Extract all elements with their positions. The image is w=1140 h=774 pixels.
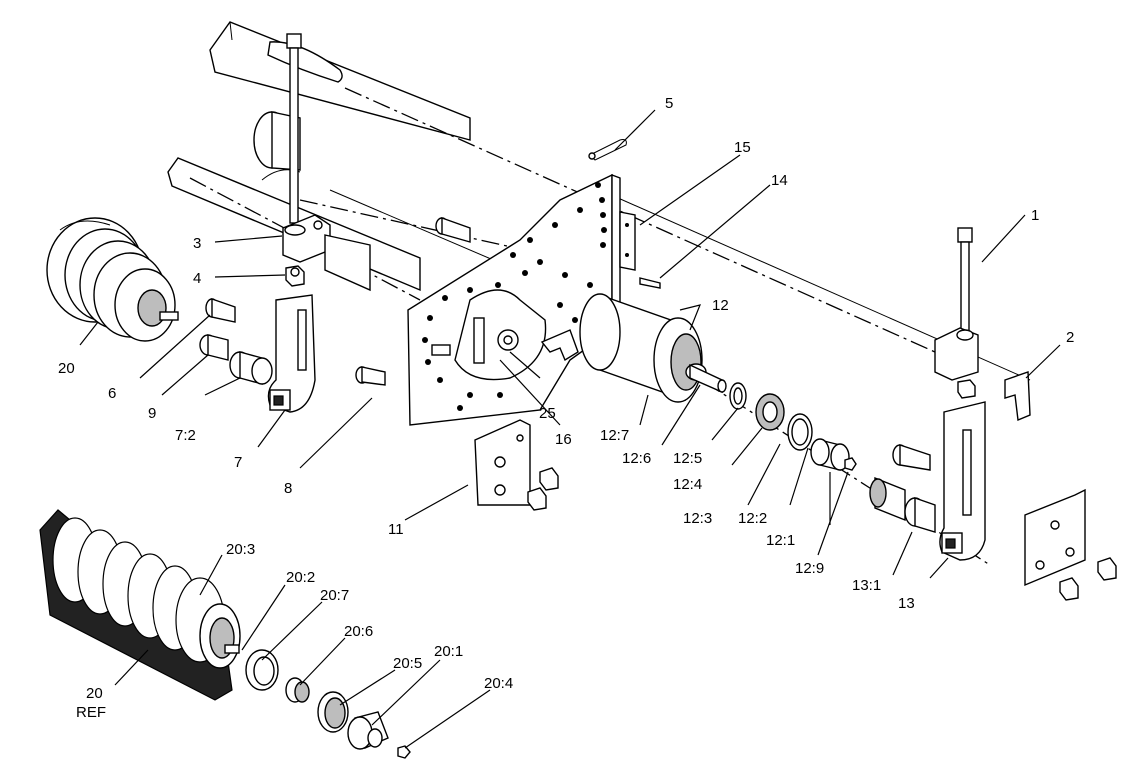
cap-20-2 bbox=[245, 649, 279, 691]
callout-7-2: 7:2 bbox=[175, 427, 196, 444]
ring-12-5 bbox=[729, 382, 747, 410]
bushing-20-7 bbox=[285, 677, 310, 703]
callout-16: 16 bbox=[555, 431, 572, 448]
callout-12-6: 12:6 bbox=[622, 450, 651, 467]
bolt-13-side bbox=[892, 444, 931, 471]
cylinder-12 bbox=[579, 293, 707, 403]
callout-14: 14 bbox=[771, 172, 788, 189]
callout-20-6: 20:6 bbox=[344, 623, 373, 640]
bolt-upper-plate bbox=[435, 217, 471, 243]
bolt-1 bbox=[957, 227, 973, 335]
callout-20-1: 20:1 bbox=[434, 643, 463, 660]
nut-4 bbox=[285, 265, 305, 287]
bearing-12-4 bbox=[755, 393, 785, 431]
callout-15: 15 bbox=[734, 139, 751, 156]
callout-20-7: 20:7 bbox=[320, 587, 349, 604]
bushing-9 bbox=[199, 334, 229, 361]
cotter-pin-5 bbox=[588, 139, 627, 161]
ring-12-2 bbox=[787, 413, 813, 451]
callout-12-9: 12:9 bbox=[795, 560, 824, 577]
callout-20-top: 20 bbox=[58, 360, 75, 377]
callout-12-7: 12:7 bbox=[600, 427, 629, 444]
plate-right bbox=[1024, 488, 1117, 601]
ring-20-6 bbox=[317, 691, 349, 733]
bearing-20-1 bbox=[347, 711, 389, 750]
roller-20-ref bbox=[39, 509, 241, 701]
pin-14 bbox=[639, 277, 661, 289]
sleeve-13-1 bbox=[869, 476, 936, 533]
callout-12-3: 12:3 bbox=[683, 510, 712, 527]
callout-4: 4 bbox=[193, 270, 201, 287]
callout-11: 11 bbox=[388, 521, 404, 538]
clip-2 bbox=[1004, 371, 1031, 422]
callout-20-ref-number: 20 bbox=[86, 685, 103, 702]
callout-6: 6 bbox=[108, 385, 116, 402]
shaft-12-6 bbox=[689, 363, 727, 394]
callout-7: 7 bbox=[234, 454, 242, 471]
callout-5: 5 bbox=[665, 95, 673, 112]
callout-12: 12 bbox=[712, 297, 729, 314]
arm-13 bbox=[939, 401, 986, 561]
callout-8: 8 bbox=[284, 480, 292, 497]
callout-labels: 1 2 3 4 5 6 7 7:2 8 9 11 12 12:1 12:2 12… bbox=[58, 95, 1074, 721]
callout-13: 13 bbox=[898, 595, 915, 612]
side-plate bbox=[407, 173, 621, 426]
strip-15 bbox=[619, 211, 636, 271]
fitting-12-9 bbox=[844, 457, 857, 471]
callout-9: 9 bbox=[148, 405, 156, 422]
callout-12-4: 12:4 bbox=[673, 476, 702, 493]
bracket-3 bbox=[282, 214, 371, 292]
arm-7 bbox=[267, 294, 316, 413]
bracket-right bbox=[934, 327, 979, 399]
callout-20-ref-text: REF bbox=[76, 704, 106, 721]
bolt-6 bbox=[205, 298, 236, 323]
callout-12-5: 12:5 bbox=[673, 450, 702, 467]
callout-1: 1 bbox=[1031, 207, 1039, 224]
callout-20-2: 20:2 bbox=[286, 569, 315, 586]
bolt-8 bbox=[355, 366, 386, 386]
callout-13-1: 13:1 bbox=[852, 577, 881, 594]
upper-frame-tube bbox=[209, 21, 471, 141]
callout-3: 3 bbox=[193, 235, 201, 252]
leader-lines bbox=[79, 109, 1061, 749]
callout-2: 2 bbox=[1066, 329, 1074, 346]
callout-25: 25 bbox=[539, 405, 556, 422]
bushing-12-1 bbox=[810, 438, 850, 471]
roller-20-top bbox=[46, 217, 179, 342]
callout-12-1: 12:1 bbox=[766, 532, 795, 549]
callout-20-4: 20:4 bbox=[484, 675, 513, 692]
fitting-20-4 bbox=[397, 745, 411, 759]
callout-20-5: 20:5 bbox=[393, 655, 422, 672]
spacer-7-2 bbox=[229, 351, 273, 385]
bracket-11 bbox=[474, 419, 559, 511]
callout-12-2: 12:2 bbox=[738, 510, 767, 527]
callout-20-3: 20:3 bbox=[226, 541, 255, 558]
